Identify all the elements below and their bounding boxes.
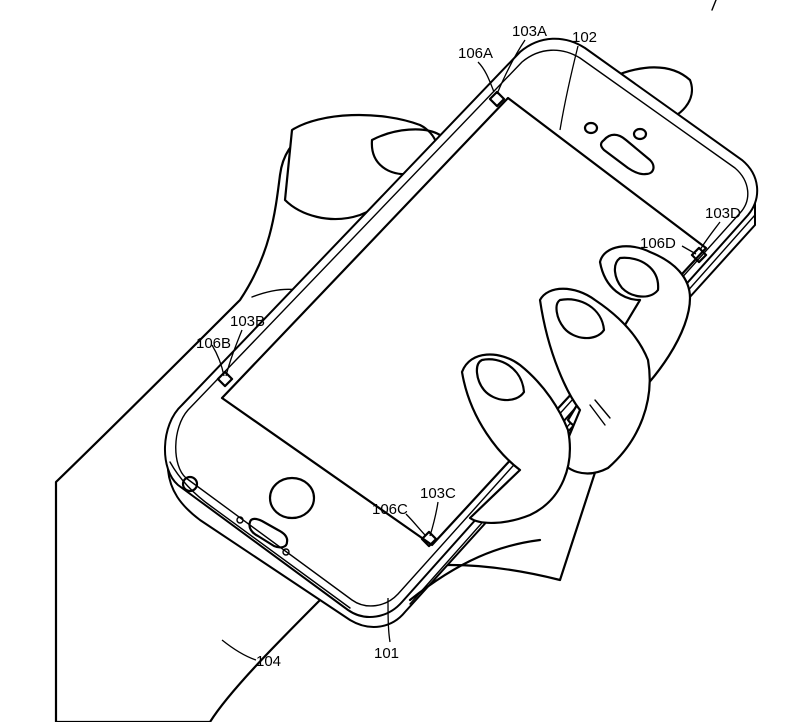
finger-2[interactable] [538,287,651,475]
earpiece [599,133,655,176]
leader-106a [477,61,495,93]
knuckle-lines [589,399,611,426]
lightning-port [248,517,289,549]
sensor-106a [488,90,506,108]
phone-bezel-inner [175,49,749,607]
label-104: 104 [256,653,281,670]
phone-101 [164,37,759,628]
headphone-jack [181,475,199,493]
fingers [408,245,692,602]
fingernail-3 [475,358,526,402]
leader-103a [496,39,526,95]
leader-101 [387,597,391,643]
label-106c: 106C [372,501,408,518]
display-102 [220,96,708,547]
leader-103b [225,329,243,377]
figure-arrow-stub [711,0,717,11]
label-103c: 103C [420,485,456,502]
label-106d: 106D [640,235,676,252]
sensor-106d [690,246,708,264]
proximity-sensor [632,127,648,141]
fingernail-1 [613,256,660,298]
leader-106d [681,245,697,255]
label-102: 102 [572,29,597,46]
finger-3[interactable] [460,353,571,525]
label-103a: 103A [512,23,547,40]
front-camera [583,121,599,135]
sensor-106b [216,370,234,388]
phone-side-line-bottom [169,461,351,609]
leader-106b [211,344,225,377]
leader-104 [221,639,257,661]
label-106a: 106A [458,45,493,62]
mic-hole-1 [236,516,244,524]
palm-lower-edge [408,538,542,602]
leader-103c [429,501,439,537]
label-101: 101 [374,645,399,662]
label-103d: 103D [705,205,741,222]
leader-106c [405,513,427,537]
reference-labels: 103A 106A 102 103D 106D 103B 106B 106C 1… [196,23,741,670]
mic-hole-2 [282,548,290,556]
label-103b: 103B [230,313,265,330]
label-106b: 106B [196,335,231,352]
leader-103d [699,221,721,251]
leader-102 [559,45,579,131]
home-button[interactable] [268,476,316,520]
fingernail-2 [555,298,606,340]
